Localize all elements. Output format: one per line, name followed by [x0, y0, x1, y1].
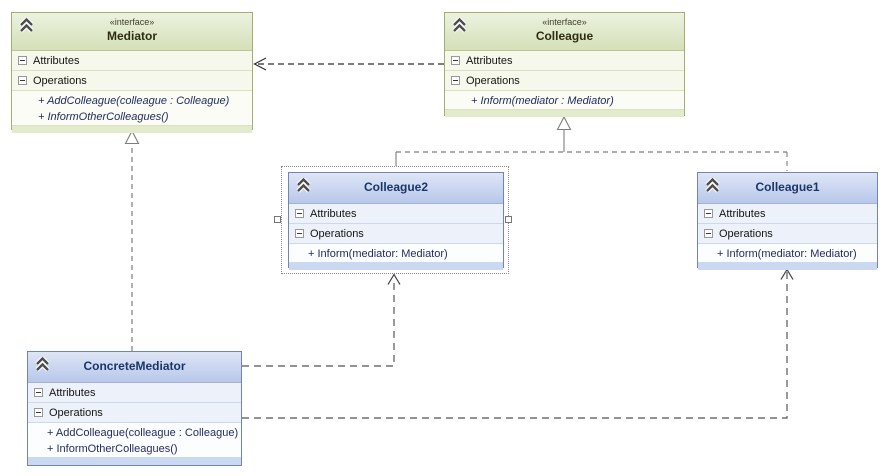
selection-handle-right[interactable] — [505, 216, 512, 223]
class-title: Colleague1 — [755, 180, 820, 194]
class-title: Colleague2 — [363, 180, 429, 194]
box-footer-strip — [28, 457, 241, 465]
operations-label: Operations — [310, 227, 364, 240]
operations-row[interactable]: Operations — [28, 403, 241, 423]
collapse-minus-icon[interactable] — [704, 209, 713, 218]
class-title: Colleague — [535, 29, 594, 43]
box-footer-strip — [289, 262, 503, 270]
attributes-row[interactable]: Attributes — [28, 383, 241, 403]
operations-row[interactable]: Operations — [445, 71, 684, 91]
class-box-colleague1[interactable]: Colleague1 Attributes Operations + Infor… — [697, 172, 878, 270]
open-arrowhead-icon — [387, 273, 401, 285]
class-header[interactable]: Colleague2 — [289, 173, 503, 204]
box-footer-strip — [698, 262, 877, 270]
attributes-label: Attributes — [49, 386, 96, 399]
realization-connector-concretemediator-to-mediator[interactable] — [124, 129, 140, 351]
attributes-row[interactable]: Attributes — [12, 51, 252, 71]
dependency-connector-concretemediator-to-colleague1[interactable] — [242, 268, 794, 419]
class-box-mediator[interactable]: «interface» Mediator Attributes Operatio… — [11, 12, 253, 133]
operation-item[interactable]: + InformOtherColleagues() — [38, 111, 169, 123]
realization-connector-colleagues-to-colleague[interactable] — [395, 115, 788, 171]
operations-row[interactable]: Operations — [289, 224, 503, 244]
dependency-line[interactable] — [242, 278, 395, 367]
class-header[interactable]: Colleague1 — [698, 173, 877, 204]
class-title: Mediator — [106, 29, 157, 43]
attributes-row[interactable]: Attributes — [445, 51, 684, 71]
operations-label: Operations — [33, 74, 87, 87]
attributes-label: Attributes — [33, 54, 80, 67]
attributes-row[interactable]: Attributes — [698, 204, 877, 224]
collapse-chevron-icon[interactable] — [18, 16, 35, 33]
operations-list: + Inform(mediator: Mediator) — [698, 244, 877, 262]
operation-item[interactable]: + AddColleague(colleague : Colleague) — [38, 95, 230, 107]
operation-item[interactable]: + Inform(mediator: Mediator) — [308, 248, 448, 260]
hollow-triangle-arrowhead-icon — [556, 115, 572, 131]
collapse-minus-icon[interactable] — [18, 76, 27, 85]
collapse-minus-icon[interactable] — [18, 56, 27, 65]
collapse-minus-icon[interactable] — [295, 229, 304, 238]
class-title: ConcreteMediator — [83, 359, 186, 373]
collapse-chevron-icon[interactable] — [451, 16, 468, 33]
class-box-colleague[interactable]: «interface» Colleague Attributes Operati… — [444, 12, 685, 117]
collapse-minus-icon[interactable] — [451, 76, 460, 85]
operations-row[interactable]: Operations — [698, 224, 877, 244]
collapse-chevron-icon[interactable] — [34, 355, 51, 372]
stereotype-label: «interface» — [109, 17, 155, 27]
operations-list: + Inform(mediator: Mediator) — [289, 244, 503, 262]
dependency-connector-colleague-to-mediator[interactable] — [253, 57, 445, 71]
attributes-label: Attributes — [310, 207, 357, 220]
operations-list: + AddColleague(colleague : Colleague) + … — [28, 423, 241, 457]
collapse-minus-icon[interactable] — [295, 209, 304, 218]
dependency-line[interactable] — [242, 272, 788, 419]
open-arrowhead-icon — [253, 57, 267, 71]
collapse-chevron-icon[interactable] — [704, 176, 721, 193]
selection-handle-left[interactable] — [274, 216, 281, 223]
class-header[interactable]: ConcreteMediator — [28, 352, 241, 383]
operation-item[interactable]: + Inform(mediator : Mediator) — [471, 95, 614, 107]
operations-label: Operations — [49, 406, 103, 419]
stereotype-label: «interface» — [542, 17, 587, 27]
operation-item[interactable]: + Inform(mediator: Mediator) — [717, 248, 857, 260]
class-box-colleague2[interactable]: Colleague2 Attributes Operations + Infor… — [288, 172, 504, 270]
operations-list: + Inform(mediator : Mediator) — [445, 91, 684, 109]
operation-item[interactable]: + AddColleague(colleague : Colleague) — [47, 427, 239, 439]
open-arrowhead-icon — [780, 268, 794, 280]
operations-label: Operations — [466, 74, 520, 87]
collapse-minus-icon[interactable] — [451, 56, 460, 65]
attributes-row[interactable]: Attributes — [289, 204, 503, 224]
collapse-minus-icon[interactable] — [34, 408, 43, 417]
collapse-minus-icon[interactable] — [704, 229, 713, 238]
attributes-label: Attributes — [719, 207, 766, 220]
operation-item[interactable]: + InformOtherColleagues() — [47, 443, 178, 455]
operations-row[interactable]: Operations — [12, 71, 252, 91]
box-footer-strip — [445, 109, 684, 117]
class-header[interactable]: «interface» Colleague — [445, 13, 684, 51]
operations-list: + AddColleague(colleague : Colleague) + … — [12, 91, 252, 125]
operations-label: Operations — [719, 227, 773, 240]
collapse-chevron-icon[interactable] — [295, 176, 312, 193]
attributes-label: Attributes — [466, 54, 513, 67]
class-header[interactable]: «interface» Mediator — [12, 13, 252, 51]
dependency-connector-concretemediator-to-colleague2[interactable] — [242, 273, 401, 367]
collapse-minus-icon[interactable] — [34, 388, 43, 397]
box-footer-strip — [12, 125, 252, 133]
class-box-concretemediator[interactable]: ConcreteMediator Attributes Operations +… — [27, 351, 242, 466]
